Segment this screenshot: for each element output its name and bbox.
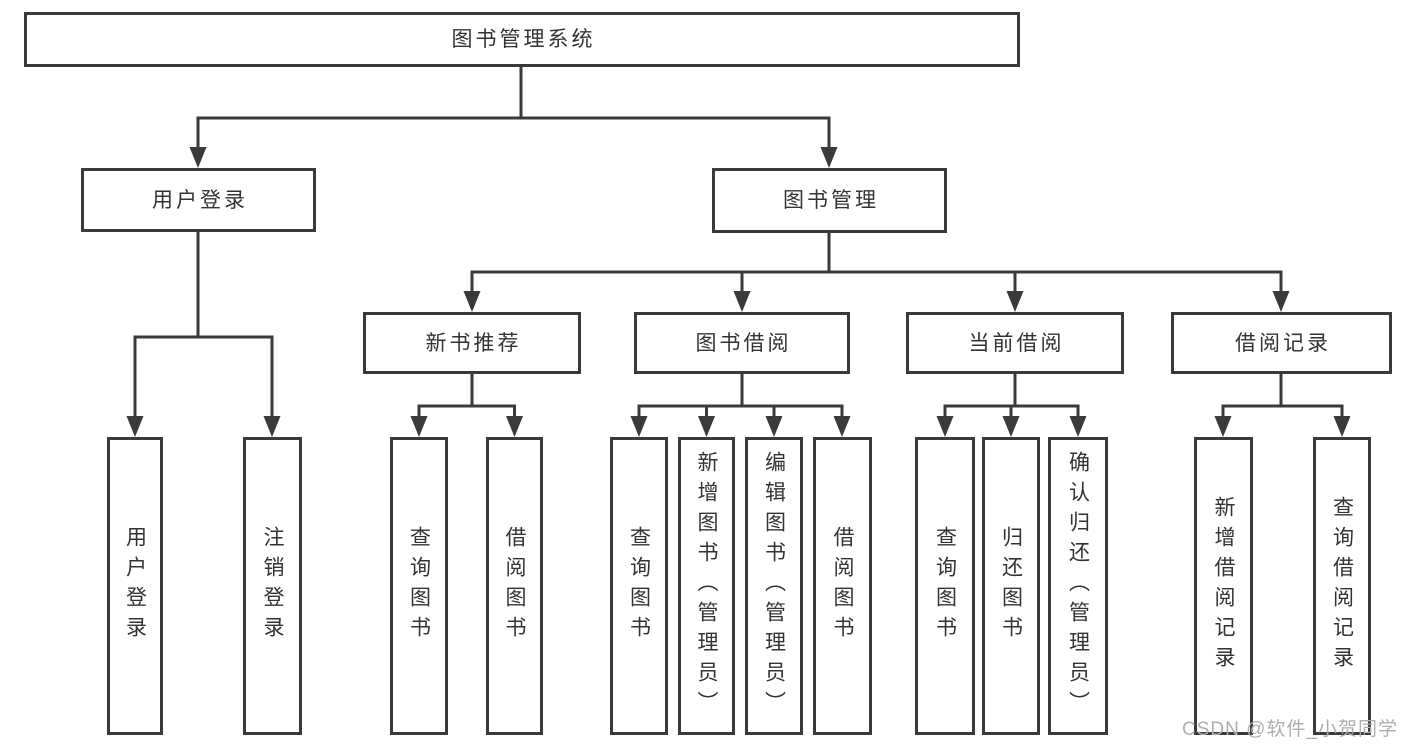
leaf-records-query-record: 查询借阅记录 [1313,437,1371,735]
leaf-borrow-borrow-books: 借阅图书 [813,437,872,735]
leaf-current-return-books: 归还图书 [982,437,1040,735]
node-book-management: 图书管理 [712,168,947,233]
node-book-borrowing: 图书借阅 [634,312,850,374]
node-user-login: 用户登录 [81,168,316,232]
leaf-records-add-record: 新增借阅记录 [1194,437,1253,735]
node-current-borrowing: 当前借阅 [906,312,1124,374]
leaf-current-query-books: 查询图书 [915,437,975,735]
leaf-borrow-add-books-admin: 新增图书（管理员） [678,437,735,735]
leaf-newbook-borrow-books: 借阅图书 [486,437,543,735]
leaf-logout: 注销登录 [243,437,302,735]
node-borrowing-records: 借阅记录 [1171,312,1392,374]
leaf-newbook-query-books: 查询图书 [390,437,448,735]
leaf-user-login: 用户登录 [107,437,163,735]
leaf-borrow-edit-books-admin: 编辑图书（管理员） [745,437,803,735]
node-new-book-recommend: 新书推荐 [363,312,581,374]
watermark: CSDN @软件_小贺同学 [1182,719,1398,740]
leaf-current-confirm-return-admin: 确认归还（管理员） [1048,437,1108,735]
leaf-borrow-query-books: 查询图书 [610,437,668,735]
node-root-system: 图书管理系统 [24,12,1020,67]
